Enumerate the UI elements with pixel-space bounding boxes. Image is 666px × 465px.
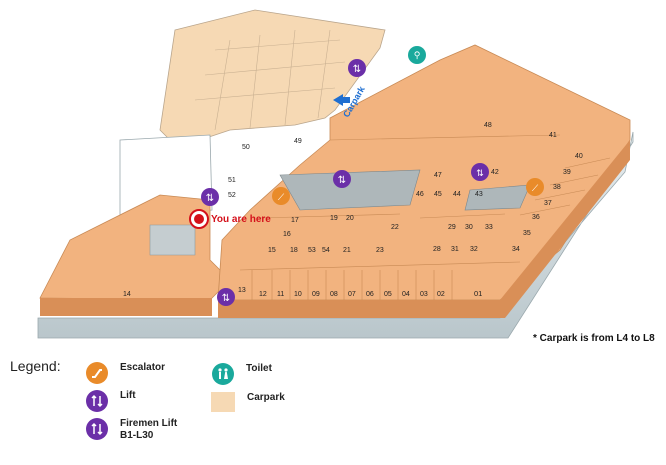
unit-label: 40 [575,153,583,160]
unit-label: 50 [242,144,250,151]
unit-label: 30 [465,224,473,231]
unit-label: 20 [346,215,354,222]
unit-label: 29 [448,224,456,231]
carpark-arrow-icon [333,94,350,106]
toilet-icon[interactable]: ⚲ [408,46,426,64]
unit-label: 43 [475,191,483,198]
legend-toilet: Toilet [212,363,272,385]
svg-text:⇅: ⇅ [222,293,230,304]
you-are-here-label: You are here [211,214,271,225]
unit-label: 07 [348,291,356,298]
unit-label: 53 [308,247,316,254]
unit-label: 13 [238,287,246,294]
lift-icon[interactable]: ⇅ [217,288,235,306]
unit-label: 12 [259,291,267,298]
firemen-lift-icon [86,418,108,440]
unit-label: 42 [491,169,499,176]
svg-text:⟋: ⟋ [278,193,285,203]
unit-label: 18 [290,247,298,254]
legend-escalator: Escalator [86,362,165,384]
unit-label: 14 [123,291,131,298]
unit-label: 11 [277,291,284,298]
shop-dividers [239,134,611,300]
unit-label: 19 [330,215,338,222]
legend-firemen-lift-line1: Firemen Lift [120,418,178,429]
lift-icon[interactable]: ⇅ [333,170,351,188]
unit-label: 01 [474,289,482,298]
atrium-void-centre [279,169,421,211]
unit-label: 31 [451,246,459,253]
unit-label: 35 [523,230,531,237]
unit-label: 32 [470,246,478,253]
escalator-icon[interactable]: ⟋ [272,187,290,205]
unit-label: 52 [228,192,236,199]
legend-title: Legend: [10,358,61,374]
unit-label: 21 [343,247,351,254]
legend-lift: Lift [86,390,136,412]
unit-label: 38 [553,184,561,191]
unit-label: 02 [437,291,445,298]
firemen-lift-icon[interactable]: ⇅ [471,163,489,181]
unit-label: 34 [512,246,520,253]
unit-label: 33 [485,224,493,231]
legend-carpark: Carpark [211,392,285,412]
escalator-icon[interactable]: ⟋ [526,178,544,196]
you-are-here-marker: You are here [189,209,271,229]
unit-label: 16 [283,231,291,238]
shop-floor-left-edge [40,298,212,316]
unit-label: 51 [228,177,236,184]
unit-label: 10 [294,291,302,298]
lift-icon[interactable]: ⇅ [348,59,366,77]
legend-carpark-label: Carpark [247,392,285,403]
unit-label: 28 [433,246,441,253]
unit-label: 03 [420,291,428,298]
unit-label: 47 [434,172,442,179]
floor-map: 01 02 03 04 05 06 07 08 09 10 11 12 13 1… [37,9,634,339]
unit-label: 05 [384,291,392,298]
unit-label: 41 [549,132,557,139]
carpark-swatch [211,392,235,412]
unit-label: 49 [294,138,302,145]
legend-escalator-label: Escalator [120,362,166,373]
svg-text:⇅: ⇅ [353,64,361,75]
lift-icon[interactable]: ⇅ [201,188,219,206]
unit-label: 39 [563,169,571,176]
atrium-void-right [464,184,531,211]
carpark-note: * Carpark is from L4 to L8 [533,333,655,344]
svg-text:⇅: ⇅ [338,175,346,186]
carpark-grid [194,29,346,131]
unit-label: 46 [416,191,424,198]
unit-label: 17 [291,217,299,224]
lift-icon [86,390,108,412]
legend-firemen-lift-line2: B1-L30 [120,430,154,441]
unit-label: 44 [453,191,461,198]
unit-label: 08 [330,291,338,298]
unit-label: 04 [402,291,410,298]
unit-label: 36 [532,214,540,221]
escalator-icon [86,362,108,384]
unit-label: 45 [434,191,442,198]
shop-floor-right-edge [218,140,630,318]
legend-lift-label: Lift [120,390,136,401]
svg-text:⇅: ⇅ [206,193,214,204]
unit-label: 48 [484,122,492,129]
legend-firemen-lift: Firemen Lift B1-L30 [86,418,177,442]
unit-label: 22 [391,224,399,231]
svg-text:⚲: ⚲ [414,51,421,61]
svg-text:⇅: ⇅ [476,169,484,179]
unit-label: 09 [312,291,320,298]
atrium-void-left [149,224,196,256]
unit-label: 54 [322,247,330,254]
svg-text:⟋: ⟋ [532,184,539,194]
unit-label: 15 [268,247,276,254]
unit-label: 23 [376,247,384,254]
unit-label: 06 [366,291,374,298]
unit-label: 37 [544,200,552,207]
legend-firemen-lift-label: Firemen Lift B1-L30 [120,418,177,442]
toilet-icon [212,363,234,385]
legend-toilet-label: Toilet [246,363,272,374]
